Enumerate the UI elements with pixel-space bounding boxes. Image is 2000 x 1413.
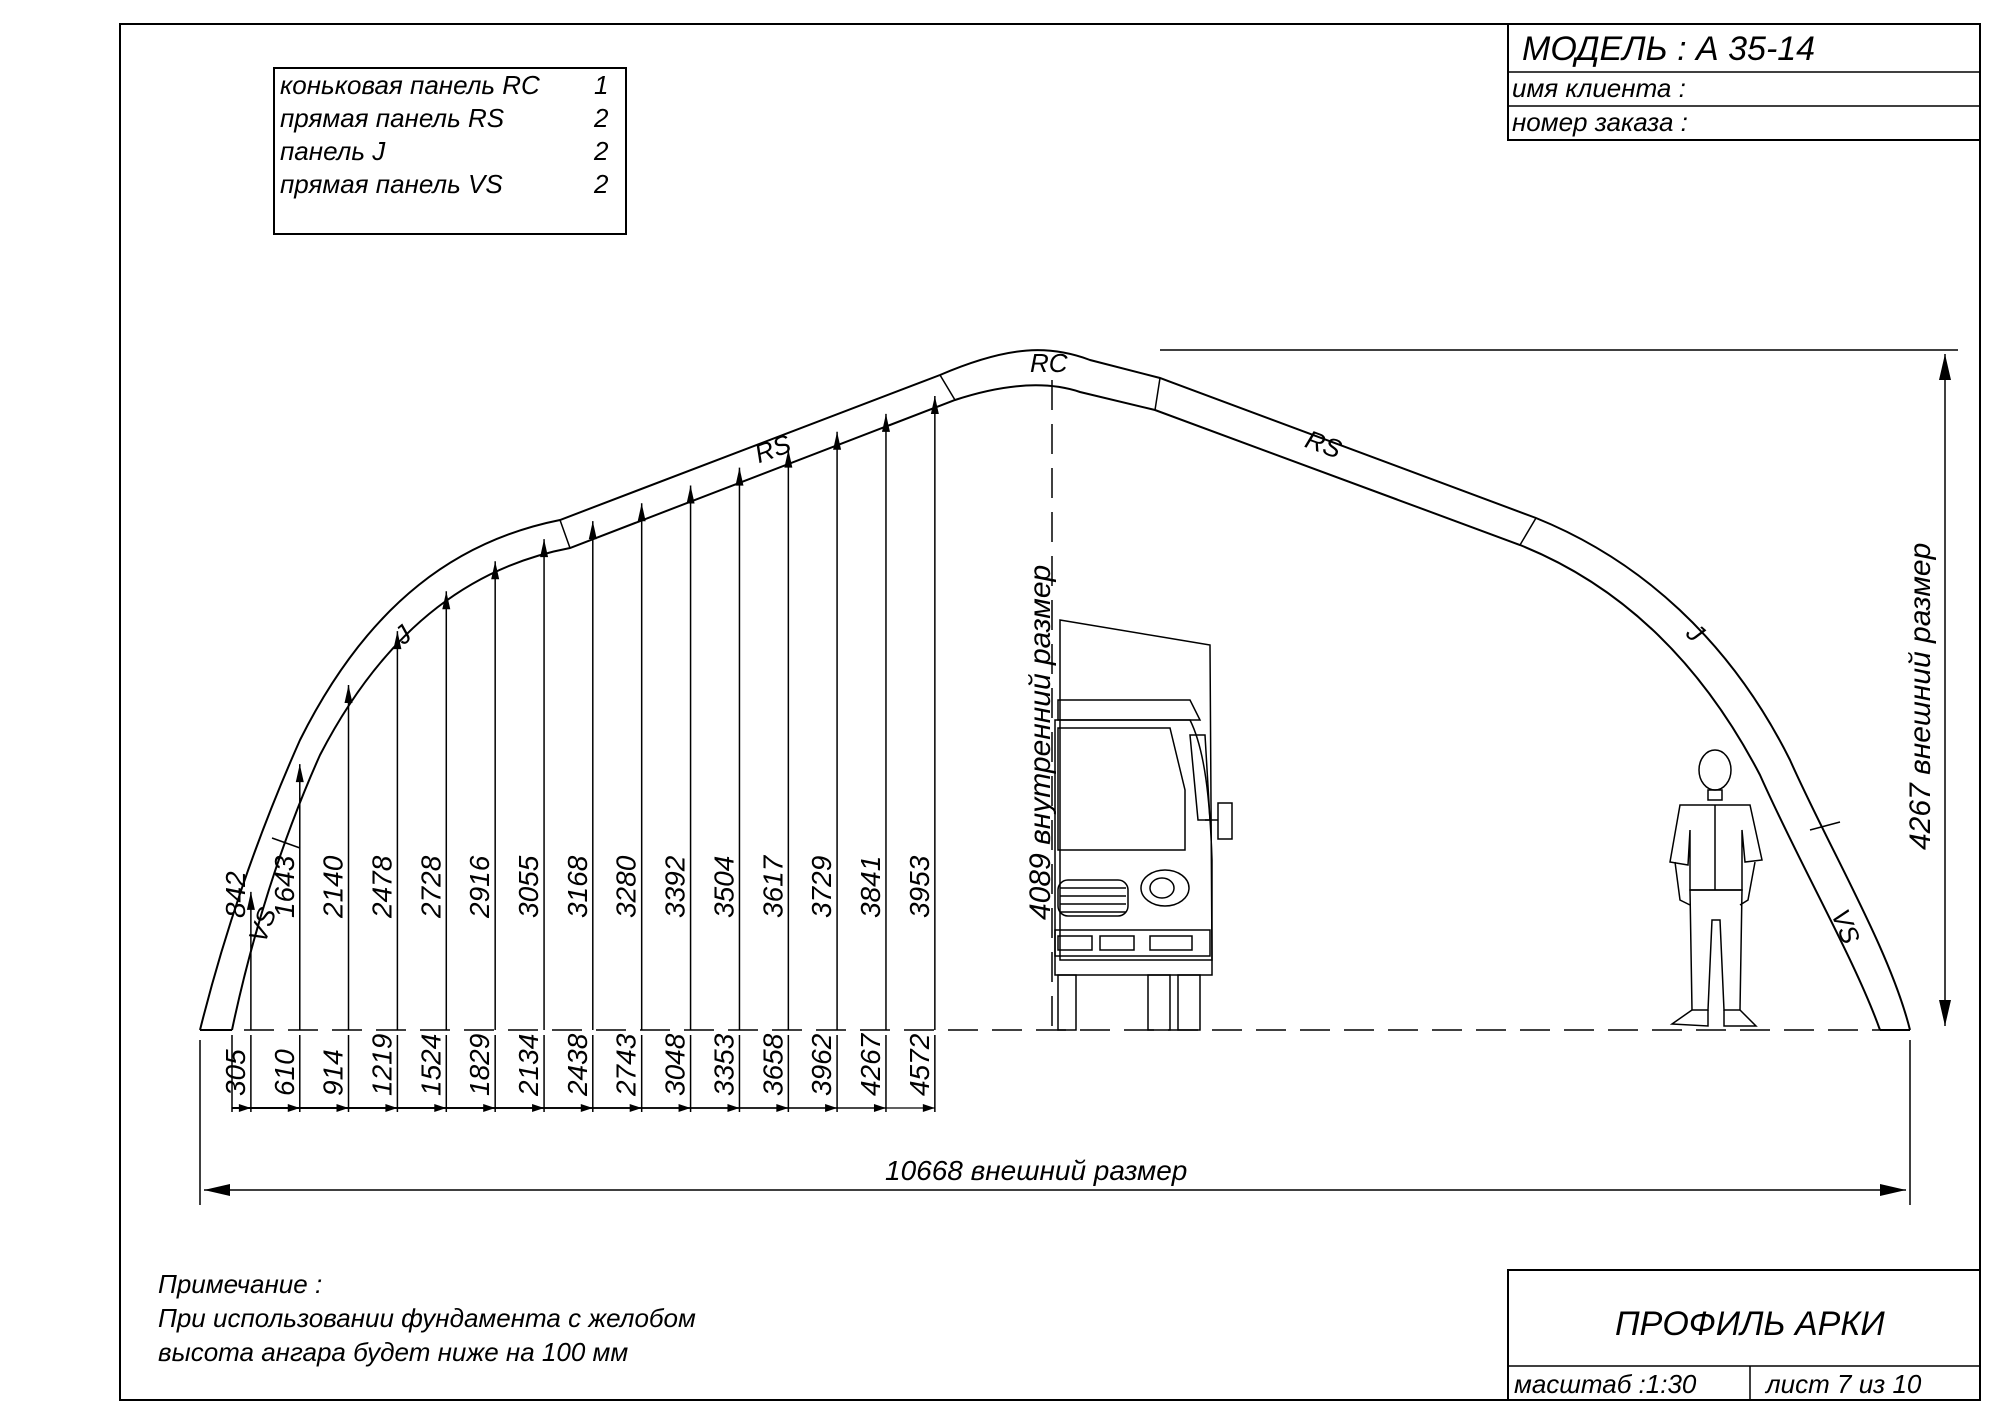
height-dimensions: 842 1643 2140 2478 2728 2916 3055 3168 3280 3392 3… — [220, 396, 939, 1030]
position-label-3962: 3962 — [806, 1033, 837, 1096]
height-arrowhead — [686, 485, 695, 504]
client-name-label: имя клиента : — [1512, 73, 1686, 103]
position-label-610: 610 — [269, 1049, 300, 1096]
outer-height-label: 4267 внешний размер — [1904, 543, 1937, 850]
position-label-3658: 3658 — [757, 1033, 788, 1096]
height-label-3729: 3729 — [806, 856, 837, 918]
arch-label-vs-right: VS — [1825, 905, 1866, 949]
panel-row-rs-name: прямая панель RS — [280, 103, 505, 133]
height-arrowhead — [442, 591, 451, 610]
height-label-3392: 3392 — [660, 855, 691, 918]
height-label-3055: 3055 — [513, 855, 544, 918]
title-block-bottom: ПРОФИЛЬ АРКИ масштаб :1:30 лист 7 из 10 — [1507, 1269, 1981, 1401]
height-arrowhead — [930, 396, 939, 415]
height-label-2478: 2478 — [366, 855, 397, 919]
position-label-2743: 2743 — [611, 1033, 642, 1097]
drawing-name: ПРОФИЛЬ АРКИ — [1615, 1305, 1885, 1343]
order-number-label: номер заказа : — [1512, 107, 1688, 137]
height-arrowhead — [784, 449, 793, 468]
panel-row-j-qty: 2 — [593, 136, 609, 166]
panel-row-rs-qty: 2 — [593, 103, 609, 133]
height-arrowhead — [344, 684, 353, 703]
sheet-label: лист 7 из 10 — [1764, 1369, 1922, 1399]
height-arrowhead — [295, 764, 304, 783]
height-arrowhead — [637, 503, 646, 522]
outer-width-dimension: 10668 внешний размер — [199, 1040, 1911, 1205]
arch-label-j-left: J — [387, 618, 418, 651]
height-arrowhead — [735, 467, 744, 486]
height-label-3841: 3841 — [855, 856, 886, 918]
height-arrowhead — [833, 431, 842, 450]
outer-height-dimension: 4267 внешний размер — [1160, 349, 1958, 1026]
panel-row-vs-name: прямая панель VS — [280, 169, 503, 199]
height-label-842: 842 — [220, 871, 251, 918]
arch-label-rs-right: RS — [1301, 424, 1346, 465]
panel-row-vs-qty: 2 — [593, 169, 609, 199]
drawing-frame — [119, 23, 1981, 1401]
model-label: МОДЕЛЬ : А 35-14 — [1522, 30, 1815, 68]
height-arrowhead — [393, 631, 402, 650]
height-label-2728: 2728 — [415, 855, 446, 919]
position-dimensions: 305 610 914 1219 1524 1829 2134 2438 2743 3048 335… — [220, 1032, 936, 1112]
note-title: Примечание : — [158, 1269, 322, 1299]
position-label-1219: 1219 — [366, 1034, 397, 1096]
position-label-4572: 4572 — [904, 1033, 935, 1096]
position-label-305: 305 — [220, 1049, 251, 1096]
arch-outline — [199, 349, 1911, 1031]
position-label-1829: 1829 — [464, 1034, 495, 1096]
height-label-3617: 3617 — [757, 854, 788, 918]
height-arrowhead — [246, 891, 255, 910]
panel-row-rc-qty: 1 — [594, 70, 608, 100]
height-label-1643: 1643 — [269, 855, 300, 918]
height-label-3168: 3168 — [562, 855, 593, 918]
title-block-top: МОДЕЛЬ : А 35-14 имя клиента : номер зак… — [1507, 23, 1981, 141]
panel-table: коньковая панель RC 1 прямая панель RS 2… — [273, 67, 627, 235]
scale-label: масштаб :1:30 — [1514, 1369, 1697, 1399]
panel-row-j-name: панель J — [280, 136, 386, 166]
inner-height-label: 4089 внутренний размер — [1024, 565, 1057, 920]
outer-width-label: 10668 внешний размер — [885, 1155, 1187, 1186]
arch-label-j-right: J — [1680, 616, 1711, 648]
height-label-3953: 3953 — [904, 855, 935, 918]
note-block: Примечание : При использовании фундамент… — [158, 1269, 696, 1367]
note-line-2: высота ангара будет ниже на 100 мм — [158, 1337, 628, 1367]
position-label-4267: 4267 — [855, 1032, 886, 1096]
truck-illustration — [1054, 619, 1233, 1031]
position-arrowhead — [922, 1104, 935, 1112]
arch-label-rc: RC — [1030, 348, 1068, 378]
height-arrowhead — [540, 539, 549, 558]
height-arrowhead — [881, 413, 890, 432]
position-label-1524: 1524 — [415, 1034, 446, 1096]
position-label-914: 914 — [318, 1049, 349, 1096]
height-arrowhead — [491, 561, 500, 580]
position-label-3353: 3353 — [708, 1033, 739, 1096]
note-line-1: При использовании фундамента с желобом — [158, 1303, 696, 1333]
height-label-3280: 3280 — [611, 855, 642, 918]
human-figure — [1669, 749, 1763, 1027]
height-label-2140: 2140 — [318, 855, 349, 919]
position-label-3048: 3048 — [660, 1033, 691, 1096]
height-arrowhead — [588, 521, 597, 540]
position-label-2438: 2438 — [562, 1033, 593, 1097]
position-label-2134: 2134 — [513, 1034, 544, 1097]
panel-row-rc-name: коньковая панель RC — [280, 70, 540, 100]
height-label-2916: 2916 — [464, 855, 495, 919]
height-label-3504: 3504 — [708, 856, 739, 918]
